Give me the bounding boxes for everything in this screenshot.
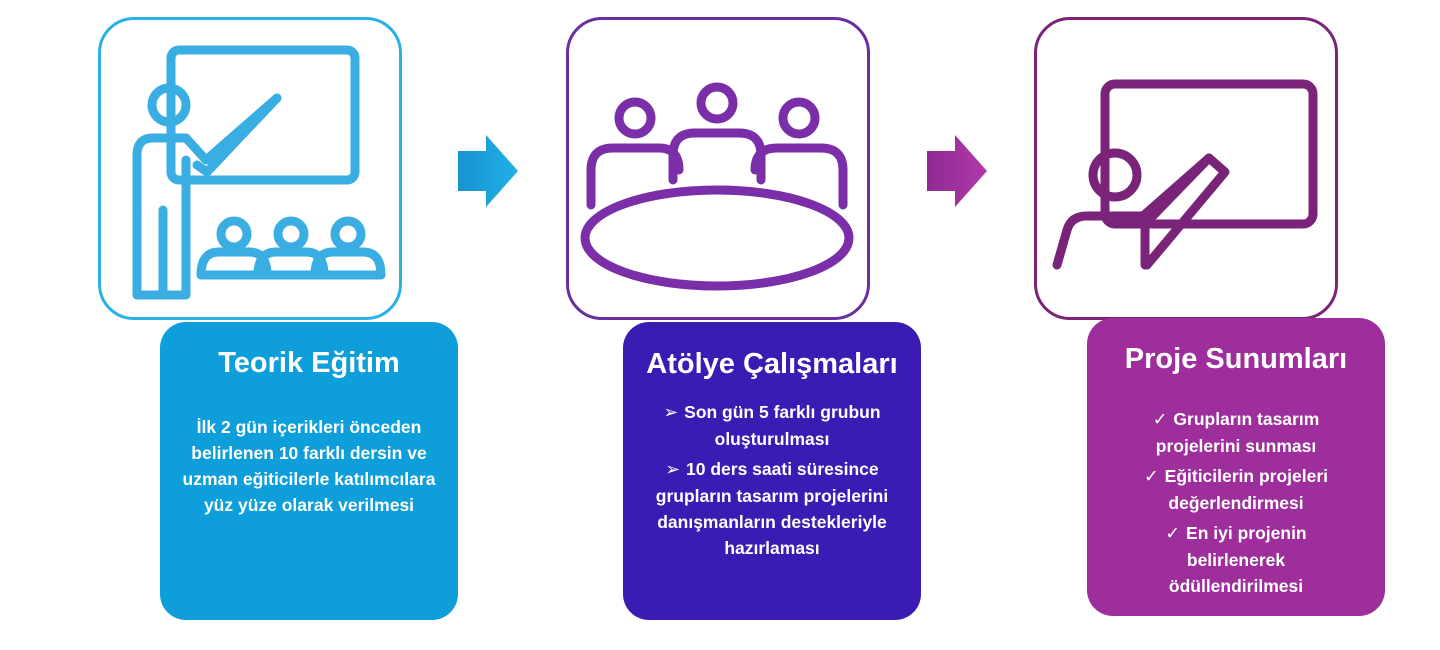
- presenter-classroom-icon: [132, 45, 386, 300]
- card-title: Proje Sunumları: [1124, 343, 1348, 375]
- proje-sunumlari-icon-box: [1034, 17, 1338, 320]
- list-item: ✓En iyi projenin belirlenerek ödüllendir…: [1165, 523, 1307, 596]
- list-item: ➢Son gün 5 farklı grubun oluşturulması: [663, 402, 881, 449]
- card-bullet-list: ✓Grupların tasarım projelerini sunması ✓…: [1087, 406, 1385, 599]
- card-title: Atölye Çalışmaları: [646, 348, 898, 380]
- checkmark-icon: ✓: [1165, 524, 1181, 544]
- checkmark-icon: ✓: [1143, 467, 1159, 487]
- presentation-board-icon: [1052, 79, 1318, 270]
- round-table-meeting-icon: [580, 82, 854, 291]
- teorik-egitim-card: Teorik Eğitim İlk 2 gün içerikleri önced…: [160, 322, 458, 620]
- list-item: ✓Eğiticilerin projeleri değerlendirmesi: [1143, 466, 1329, 513]
- list-item: ➢10 ders saati süresince grupların tasar…: [655, 459, 889, 558]
- card-description: İlk 2 gün içerikleri önceden belirlenen …: [182, 417, 436, 515]
- atolye-calismalari-icon-box: [566, 17, 870, 320]
- arrow-right-icon: [927, 135, 987, 207]
- arrow-right-icon: [458, 135, 518, 207]
- teorik-egitim-icon-box: [98, 17, 402, 320]
- bullet-arrow-icon: ➢: [663, 403, 679, 423]
- checkmark-icon: ✓: [1152, 410, 1168, 430]
- card-bullet-list: ➢Son gün 5 farklı grubun oluşturulması ➢…: [623, 399, 921, 561]
- card-title: Teorik Eğitim: [218, 347, 400, 379]
- proje-sunumlari-card: Proje Sunumları ✓Grupların tasarım proje…: [1087, 318, 1385, 616]
- bullet-arrow-icon: ➢: [665, 460, 681, 480]
- atolye-calismalari-card: Atölye Çalışmaları ➢Son gün 5 farklı gru…: [623, 322, 921, 620]
- list-item: ✓Grupların tasarım projelerini sunması: [1152, 409, 1320, 456]
